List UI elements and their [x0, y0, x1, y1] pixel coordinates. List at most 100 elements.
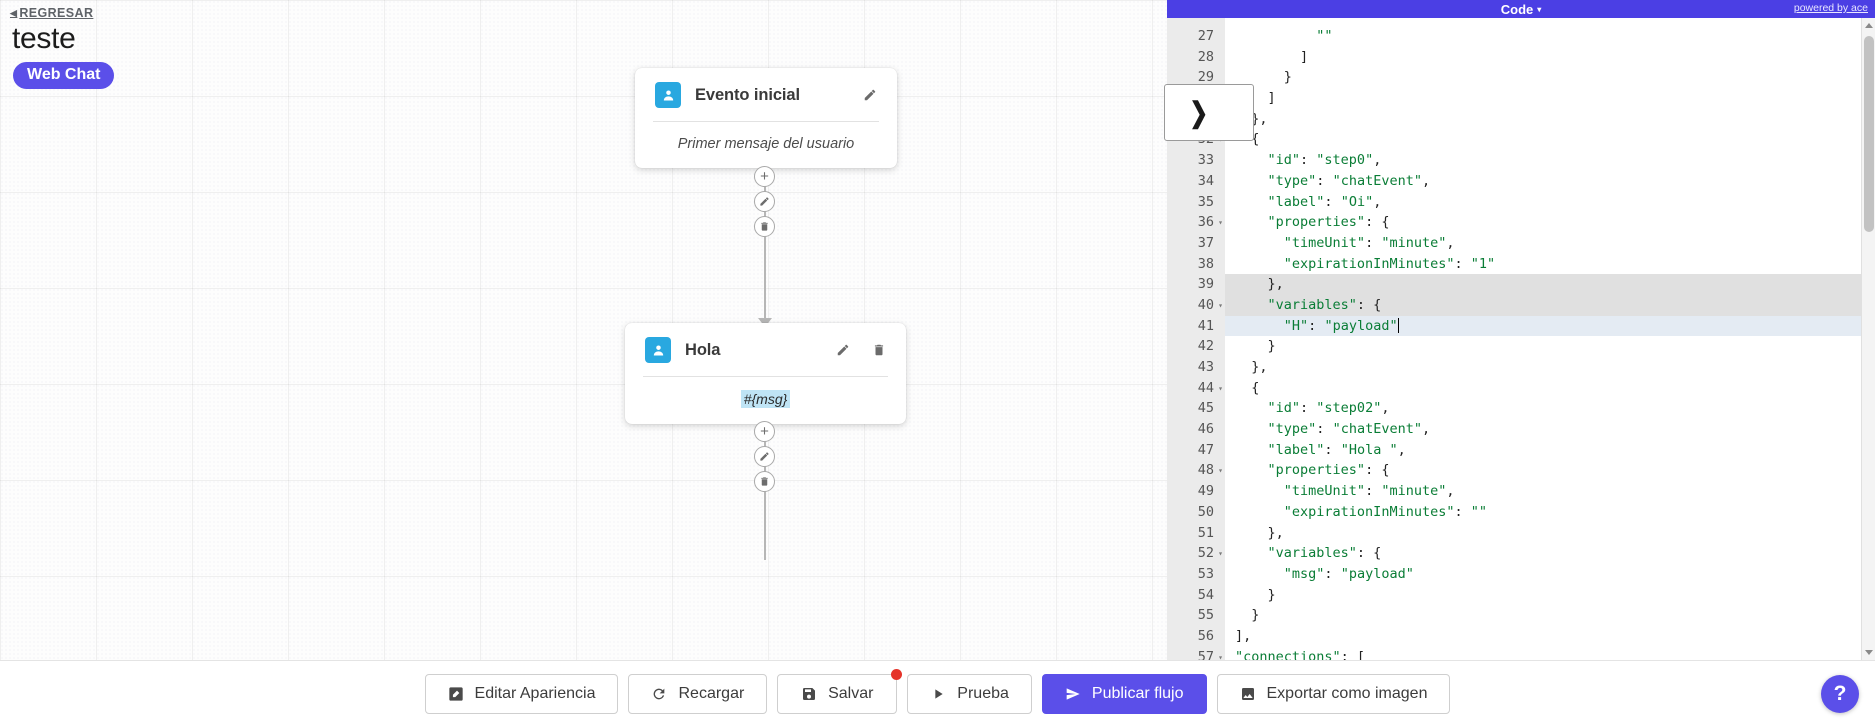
salvar-button[interactable]: Salvar	[777, 668, 903, 714]
code-line[interactable]: "id": "step0",	[1267, 152, 1382, 169]
flow-canvas[interactable]: Evento inicial Primer mensaje del usuari…	[0, 0, 1167, 660]
edit-connection-button[interactable]	[754, 446, 775, 467]
gutter-line[interactable]: 53	[1197, 565, 1214, 582]
code-line[interactable]: }	[1235, 586, 1276, 603]
gutter-line[interactable]: 49	[1197, 483, 1214, 500]
editar-apariencia-button[interactable]: Editar Apariencia	[424, 673, 619, 714]
save-icon	[803, 687, 816, 700]
gutter-line[interactable]: 44▾	[1167, 378, 1225, 399]
trash-icon[interactable]	[870, 341, 888, 359]
gutter-line[interactable]: 27	[1197, 28, 1214, 44]
code-line[interactable]: ],	[1235, 627, 1252, 644]
add-step-button[interactable]: +	[754, 166, 775, 187]
code-line[interactable]: },	[1235, 359, 1268, 375]
code-line[interactable]: "variables": {	[1225, 294, 1875, 316]
code-line[interactable]: "label": "Oi",	[1267, 193, 1382, 210]
gutter-line[interactable]: 45	[1197, 400, 1214, 417]
code-line[interactable]: }	[1235, 69, 1292, 86]
code-line[interactable]: "timeUnit": "minute",	[1283, 483, 1455, 500]
code-editor-area[interactable]: 272829303132▾33343536▾37383940▾41424344▾…	[1167, 18, 1875, 660]
gutter-line[interactable]: 37	[1197, 234, 1214, 251]
connector-actions-2[interactable]: +	[754, 421, 775, 492]
gutter-line[interactable]: 55	[1197, 607, 1214, 624]
code-line[interactable]: "properties": {	[1267, 214, 1390, 231]
flow-node-evento-inicial[interactable]: Evento inicial Primer mensaje del usuari…	[635, 68, 897, 168]
code-line[interactable]: {	[1251, 131, 1260, 148]
add-step-button[interactable]: +	[754, 421, 775, 442]
code-line[interactable]: },	[1251, 110, 1268, 127]
code-line[interactable]: "connections": [	[1235, 648, 1366, 660]
code-line[interactable]: "id": "step02",	[1267, 400, 1390, 417]
back-link[interactable]: ◀ REGRESAR	[10, 6, 93, 20]
gutter-line[interactable]: 36▾	[1167, 212, 1225, 233]
gutter-line[interactable]: 39	[1197, 276, 1214, 293]
code-line[interactable]: "properties": {	[1267, 462, 1390, 479]
code-line[interactable]: "H": "payload"	[1225, 315, 1875, 337]
connector-actions-1[interactable]: +	[754, 166, 775, 237]
gutter-line[interactable]: 41	[1197, 317, 1214, 334]
code-line[interactable]: }	[1235, 338, 1276, 355]
code-editor-title[interactable]: Code ▾	[1501, 2, 1542, 17]
gutter-line[interactable]: 35	[1197, 193, 1214, 210]
gutter-line[interactable]: 51	[1197, 524, 1214, 541]
code-content[interactable]: "" ] } ] }, { "id": "step0", "type": "ch…	[1225, 18, 1875, 660]
code-line[interactable]: "expirationInMinutes": "1"	[1283, 255, 1496, 272]
code-line[interactable]: "timeUnit": "minute",	[1283, 234, 1455, 251]
gutter-line[interactable]: 28	[1197, 48, 1214, 65]
pencil-icon[interactable]	[834, 341, 852, 359]
delete-connection-button[interactable]	[754, 471, 775, 492]
fold-toggle-icon[interactable]: ▾	[1218, 549, 1223, 559]
gutter-line[interactable]: 40▾	[1167, 295, 1225, 316]
pencil-icon[interactable]	[861, 86, 879, 104]
code-scrollbar[interactable]	[1861, 18, 1875, 660]
code-line[interactable]: "type": "chatEvent",	[1267, 421, 1431, 438]
code-line[interactable]: "type": "chatEvent",	[1267, 172, 1431, 189]
scroll-down-icon[interactable]	[1865, 650, 1873, 655]
gutter-line[interactable]: 34	[1197, 172, 1214, 189]
gutter-line[interactable]: 48▾	[1167, 460, 1225, 481]
code-line[interactable]: ]	[1235, 48, 1309, 65]
gutter-line[interactable]: 38	[1197, 255, 1214, 272]
scrollbar-thumb[interactable]	[1864, 36, 1874, 232]
button-label: Prueba	[957, 684, 1009, 702]
code-editor-panel[interactable]: Code ▾ powered by ace 272829303132▾33343…	[1167, 0, 1875, 660]
code-line[interactable]: ""	[1316, 28, 1333, 44]
fold-toggle-icon[interactable]: ▾	[1218, 218, 1223, 228]
recargar-button[interactable]: Recargar	[628, 673, 768, 714]
gutter-line[interactable]: 50	[1197, 503, 1214, 520]
gutter-line[interactable]: 42	[1197, 338, 1214, 355]
fold-toggle-icon[interactable]: ▾	[1218, 652, 1223, 660]
fold-toggle-icon[interactable]: ▾	[1218, 300, 1223, 310]
publicar-flujo-button[interactable]: Publicar flujo	[1041, 673, 1207, 714]
code-line[interactable]: "msg": "payload"	[1283, 565, 1414, 582]
help-button[interactable]: ?	[1821, 675, 1859, 713]
scroll-up-icon[interactable]	[1865, 23, 1873, 28]
powered-by-link[interactable]: powered by ace	[1793, 2, 1868, 14]
code-line[interactable]: "variables": {	[1267, 545, 1382, 562]
gutter-line[interactable]: 46	[1197, 421, 1214, 438]
prueba-button[interactable]: Prueba	[907, 673, 1032, 714]
delete-connection-button[interactable]	[754, 216, 775, 237]
gutter-line[interactable]: 29	[1197, 69, 1214, 86]
code-line[interactable]: {	[1235, 379, 1260, 396]
fold-toggle-icon[interactable]: ▾	[1218, 383, 1223, 393]
code-line[interactable]: "expirationInMinutes": ""	[1283, 503, 1487, 520]
gutter-line[interactable]: 52▾	[1167, 543, 1225, 564]
code-line[interactable]: },	[1235, 524, 1284, 541]
code-editor-header[interactable]: Code ▾ powered by ace	[1167, 0, 1875, 18]
gutter-line[interactable]: 33	[1197, 152, 1214, 169]
gutter-line[interactable]: 43	[1197, 359, 1214, 375]
edit-connection-button[interactable]	[754, 191, 775, 212]
code-line[interactable]: }	[1235, 607, 1260, 624]
code-line[interactable]: ]	[1235, 90, 1276, 107]
gutter-line[interactable]: 54	[1197, 586, 1214, 603]
flow-node-hola[interactable]: Hola #{msg}	[625, 323, 906, 424]
fold-toggle-icon[interactable]: ▾	[1218, 466, 1223, 476]
gutter-line[interactable]: 56	[1197, 627, 1214, 644]
code-line[interactable]: },	[1225, 274, 1875, 295]
exportar-como-imagen-button[interactable]: Exportar como imagen	[1216, 673, 1451, 714]
code-fold-widget[interactable]: ❯	[1164, 84, 1254, 141]
gutter-line[interactable]: 57▾	[1167, 647, 1225, 660]
code-line[interactable]: "label": "Hola ",	[1267, 441, 1406, 458]
gutter-line[interactable]: 47	[1197, 441, 1214, 458]
